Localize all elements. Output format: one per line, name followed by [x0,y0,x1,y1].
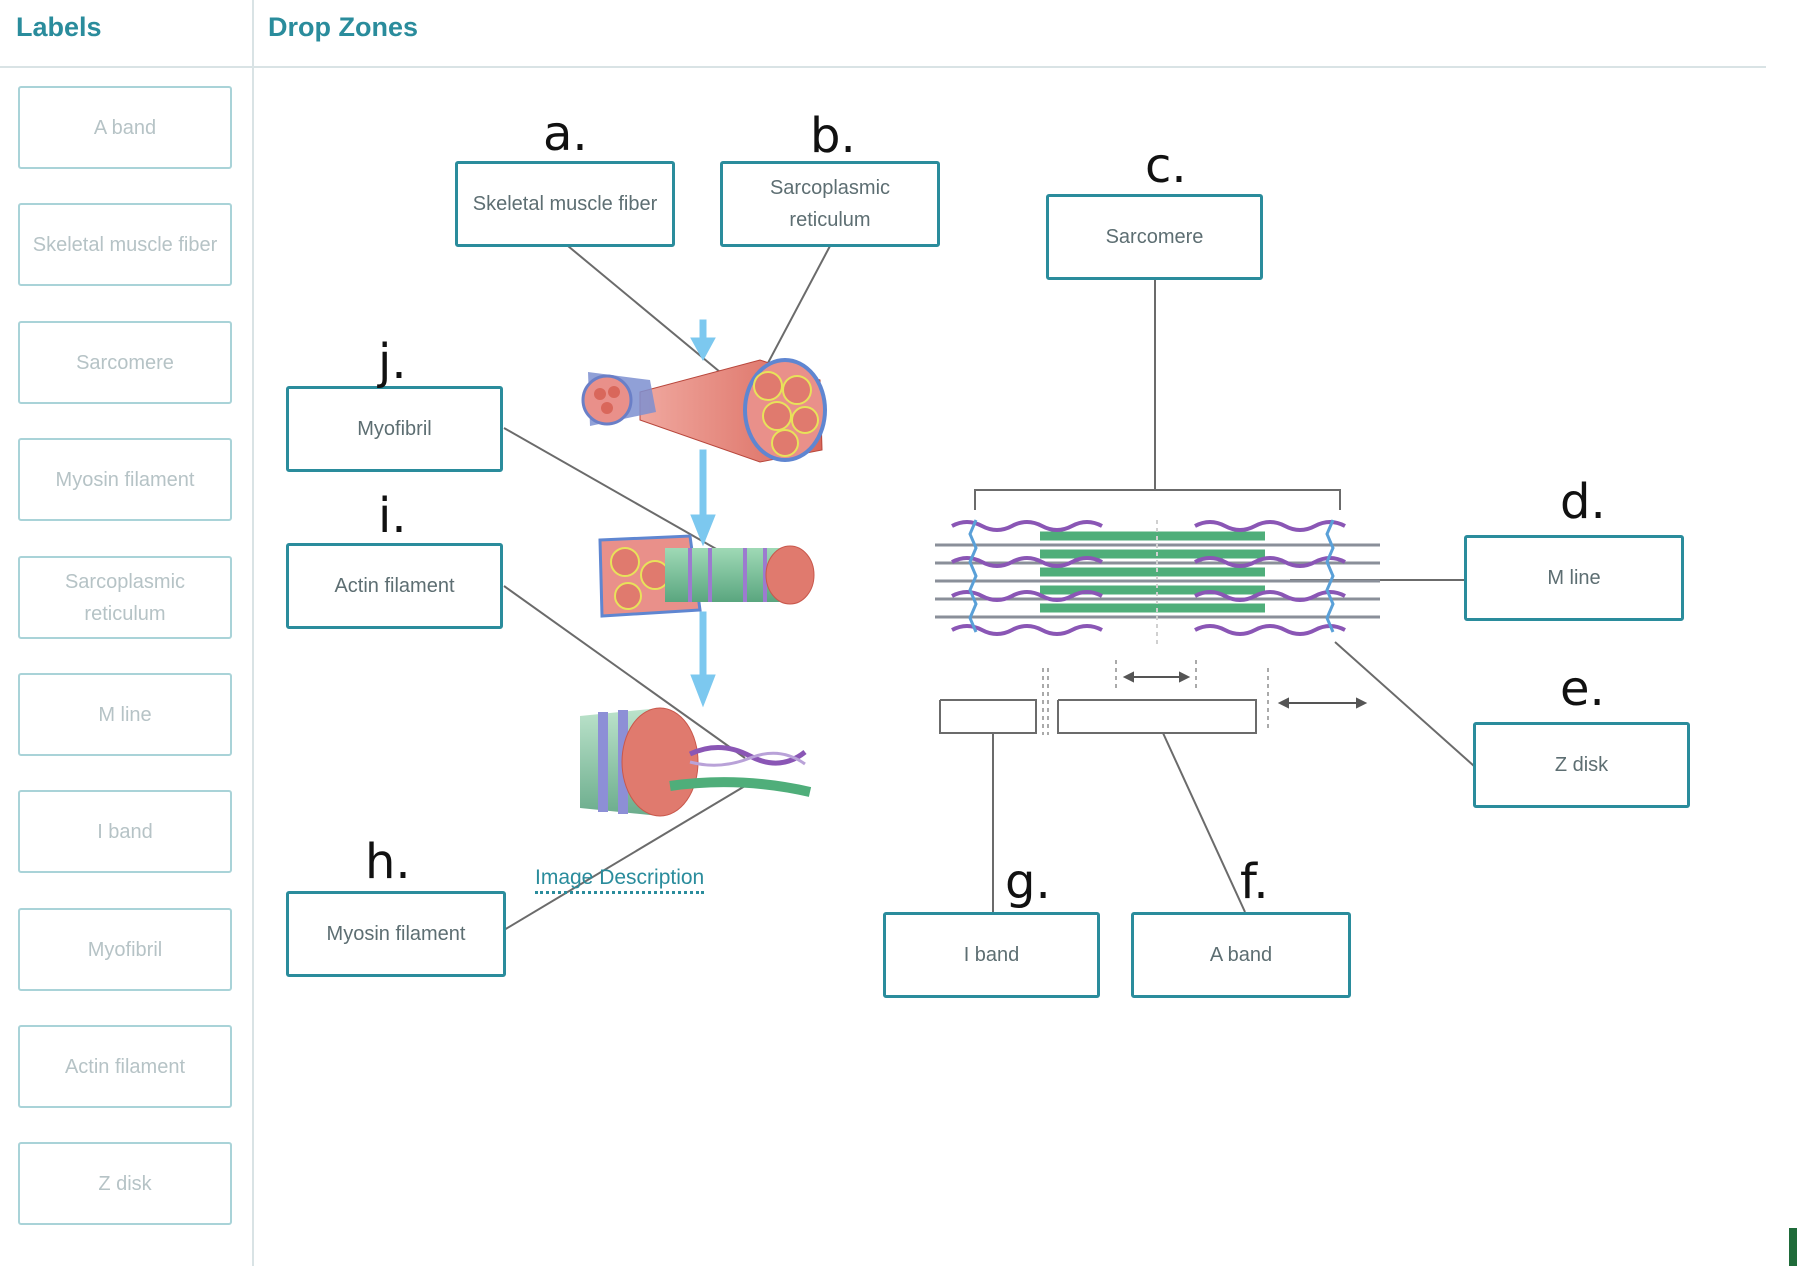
band-guides [1042,660,1269,735]
label-sarcoplasmic-reticulum[interactable]: Sarcoplasmic reticulum [18,556,232,639]
drop-zone-e[interactable]: Z disk [1473,722,1690,808]
marker-c: c. [1145,138,1187,194]
marker-h: h. [365,834,411,890]
labels-panel-title: Labels [16,12,102,42]
label-z-disk[interactable]: Z disk [18,1142,232,1225]
marker-b: b. [810,108,856,164]
drop-zone-g[interactable]: I band [883,912,1100,998]
marker-e: e. [1560,661,1605,717]
myofibril-illustration [598,534,815,618]
label-myofibril[interactable]: Myofibril [18,908,232,991]
panel-divider [252,0,254,1266]
band-brackets [939,699,1257,734]
marker-i: i. [378,488,407,544]
marker-d: d. [1560,474,1606,530]
marker-g: g. [1005,854,1051,910]
drop-zone-a[interactable]: Skeletal muscle fiber [455,161,675,247]
label-m-line[interactable]: M line [18,673,232,756]
label-a-band[interactable]: A band [18,86,232,169]
edge-marker [1789,1228,1797,1266]
drop-zone-f[interactable]: A band [1131,912,1351,998]
measure-arrows [1122,671,1368,709]
marker-a: a. [543,106,588,162]
myofilament-illustration [580,707,812,817]
drop-zone-b[interactable]: Sarcoplasmic reticulum [720,161,940,247]
label-i-band[interactable]: I band [18,790,232,873]
muscle-fiber-illustration [581,358,827,463]
label-myosin-filament[interactable]: Myosin filament [18,438,232,521]
down-arrow-icon [690,319,716,708]
drop-zone-h[interactable]: Myosin filament [286,891,506,977]
label-sarcomere[interactable]: Sarcomere [18,321,232,404]
drop-zone-c[interactable]: Sarcomere [1046,194,1263,280]
image-description-link[interactable]: Image Description [535,866,705,894]
drop-zones-panel-title: Drop Zones [268,12,419,42]
drop-zone-j[interactable]: Myofibril [286,386,503,472]
label-skeletal-muscle-fiber[interactable]: Skeletal muscle fiber [18,203,232,286]
marker-j: j. [378,334,407,390]
header-divider [0,66,1766,68]
drop-zone-d[interactable]: M line [1464,535,1684,621]
drop-zone-i[interactable]: Actin filament [286,543,503,629]
label-actin-filament[interactable]: Actin filament [18,1025,232,1108]
marker-f: f. [1240,854,1269,910]
sarcomere-illustration [935,489,1380,645]
